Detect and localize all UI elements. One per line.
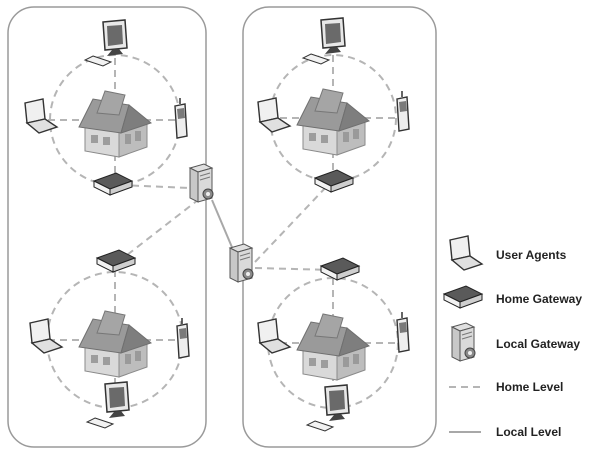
desktop-computer-icon [86,381,130,429]
laptop-icon [257,318,291,354]
legend-local-gateway: Local Gateway [444,329,589,359]
house-icon [296,88,370,156]
legend-label-home-gateway: Home Gateway [496,292,583,306]
home-gateway-icon [320,257,360,281]
local-level-links [211,199,235,253]
legend-label-local-gateway: Local Gateway [496,337,581,351]
mobile-phone-icon [396,90,410,132]
house-icon [78,310,152,378]
local-gateway-server-icon [189,163,214,203]
legend-home-gateway: Home Gateway [444,284,589,314]
house-icon [78,90,152,158]
mobile-phone-icon [176,317,190,359]
legend-home-level: Home Level [444,372,589,402]
house-icon [296,313,370,381]
local-domain-frame-left [7,6,207,448]
laptop-icon [29,318,63,354]
local-gateway-server-icon [229,243,254,283]
legend-local-level: Local Level [444,417,589,447]
home-gateway-icon [314,169,354,193]
mobile-phone-icon [174,97,188,139]
desktop-computer-icon [306,384,350,432]
local-domain-frame-right [242,6,437,448]
home-gateway-icon [93,172,133,196]
legend-label-local-level: Local Level [496,425,562,439]
legend-label-home-level: Home Level [496,380,564,394]
mobile-phone-icon [396,311,410,353]
desktop-computer-icon [84,19,128,67]
legend-user-agents: User Agents [444,240,589,270]
legend-label-user-agents: User Agents [496,248,567,262]
desktop-computer-icon [302,17,346,65]
laptop-icon [257,97,291,133]
